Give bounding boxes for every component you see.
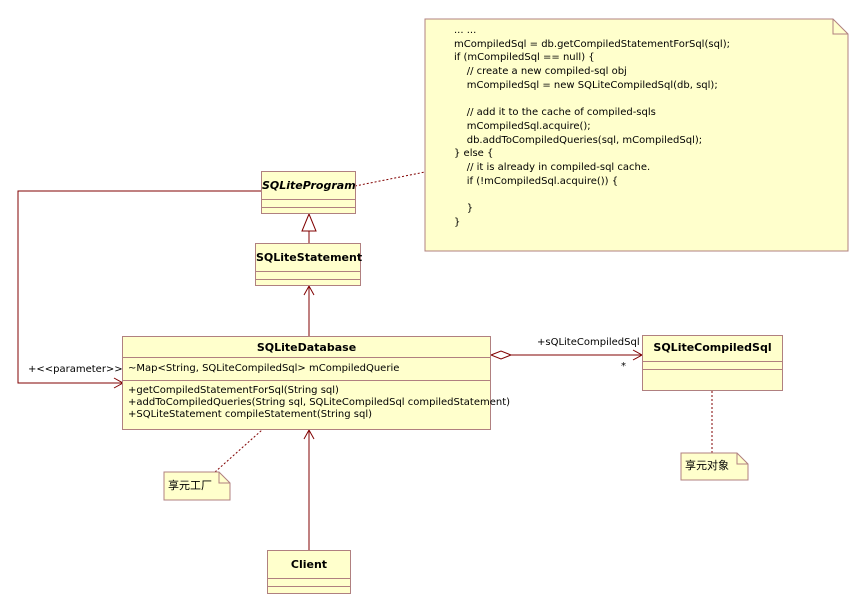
attribute-compiled-queries: ~Map<String, SQLiteCompiledSql> mCompile… — [128, 363, 400, 374]
code-line: if (!mCompiledSql.acquire()) { — [454, 175, 619, 187]
class-sqlitedatabase[interactable]: SQLiteDatabase ~Map<String, SQLiteCompil… — [122, 336, 510, 430]
code-line: ... ... — [454, 25, 477, 36]
class-name: Client — [290, 558, 328, 571]
code-line: db.addToCompiledQueries(sql, mCompiledSq… — [454, 134, 703, 146]
class-name: SQLiteProgram — [262, 179, 356, 192]
operation-add-compiled: +addToCompiledQueries(String sql, SQLite… — [128, 397, 511, 408]
code-line: // it is already in compiled-sql cache. — [454, 162, 651, 174]
association-role-label: +sQLiteCompiledSql — [537, 337, 640, 348]
code-note-shape — [424, 18, 849, 252]
generalization-arrow — [301, 212, 317, 232]
parameter-line — [17, 190, 262, 384]
code-line: mCompiledSql.acquire(); — [454, 120, 591, 132]
parameter-label: +<<parameter>> — [28, 364, 123, 375]
factory-note-shape — [163, 471, 231, 501]
code-line: mCompiledSql = db.getCompiledStatementFo… — [454, 38, 730, 50]
class-name: SQLiteDatabase — [256, 341, 357, 354]
class-sqlitecompiledsql[interactable]: SQLiteCompiledSql — [642, 335, 783, 391]
note-anchor-program — [354, 171, 426, 187]
aggregation-diamond — [489, 350, 513, 360]
class-sqlitestatement[interactable]: SQLiteStatement — [255, 243, 363, 286]
code-line: } — [454, 203, 474, 215]
multiplicity-label: * — [621, 361, 626, 372]
code-line: // add it to the cache of compiled-sqls — [454, 107, 656, 119]
class-name: SQLiteCompiledSql — [653, 341, 772, 354]
operation-compile-statement: +SQLiteStatement compileStatement(String… — [128, 409, 373, 420]
code-line: if (mCompiledSql == null) { — [454, 52, 595, 64]
code-line — [454, 93, 730, 107]
class-name: SQLiteStatement — [256, 251, 363, 264]
class-client[interactable]: Client — [267, 550, 351, 594]
note-anchor-factory — [214, 429, 263, 473]
operation-get-compiled: +getCompiledStatementForSql(String sql) — [128, 385, 339, 396]
code-line: mCompiledSql = new SQLiteCompiledSql(db,… — [454, 79, 718, 91]
flyweight-note-shape — [680, 452, 749, 481]
code-note-text: ... ... mCompiledSql = db.getCompiledStat… — [454, 24, 730, 230]
flyweight-note: 享元对象 — [685, 459, 729, 472]
code-line: } else { — [454, 148, 494, 160]
class-sqliteprogram[interactable]: SQLiteProgram — [261, 171, 356, 214]
factory-note: 享元工厂 — [168, 479, 212, 492]
code-line — [454, 188, 730, 202]
code-line: } — [454, 216, 461, 228]
code-line: // create a new compiled-sql obj — [454, 66, 627, 78]
